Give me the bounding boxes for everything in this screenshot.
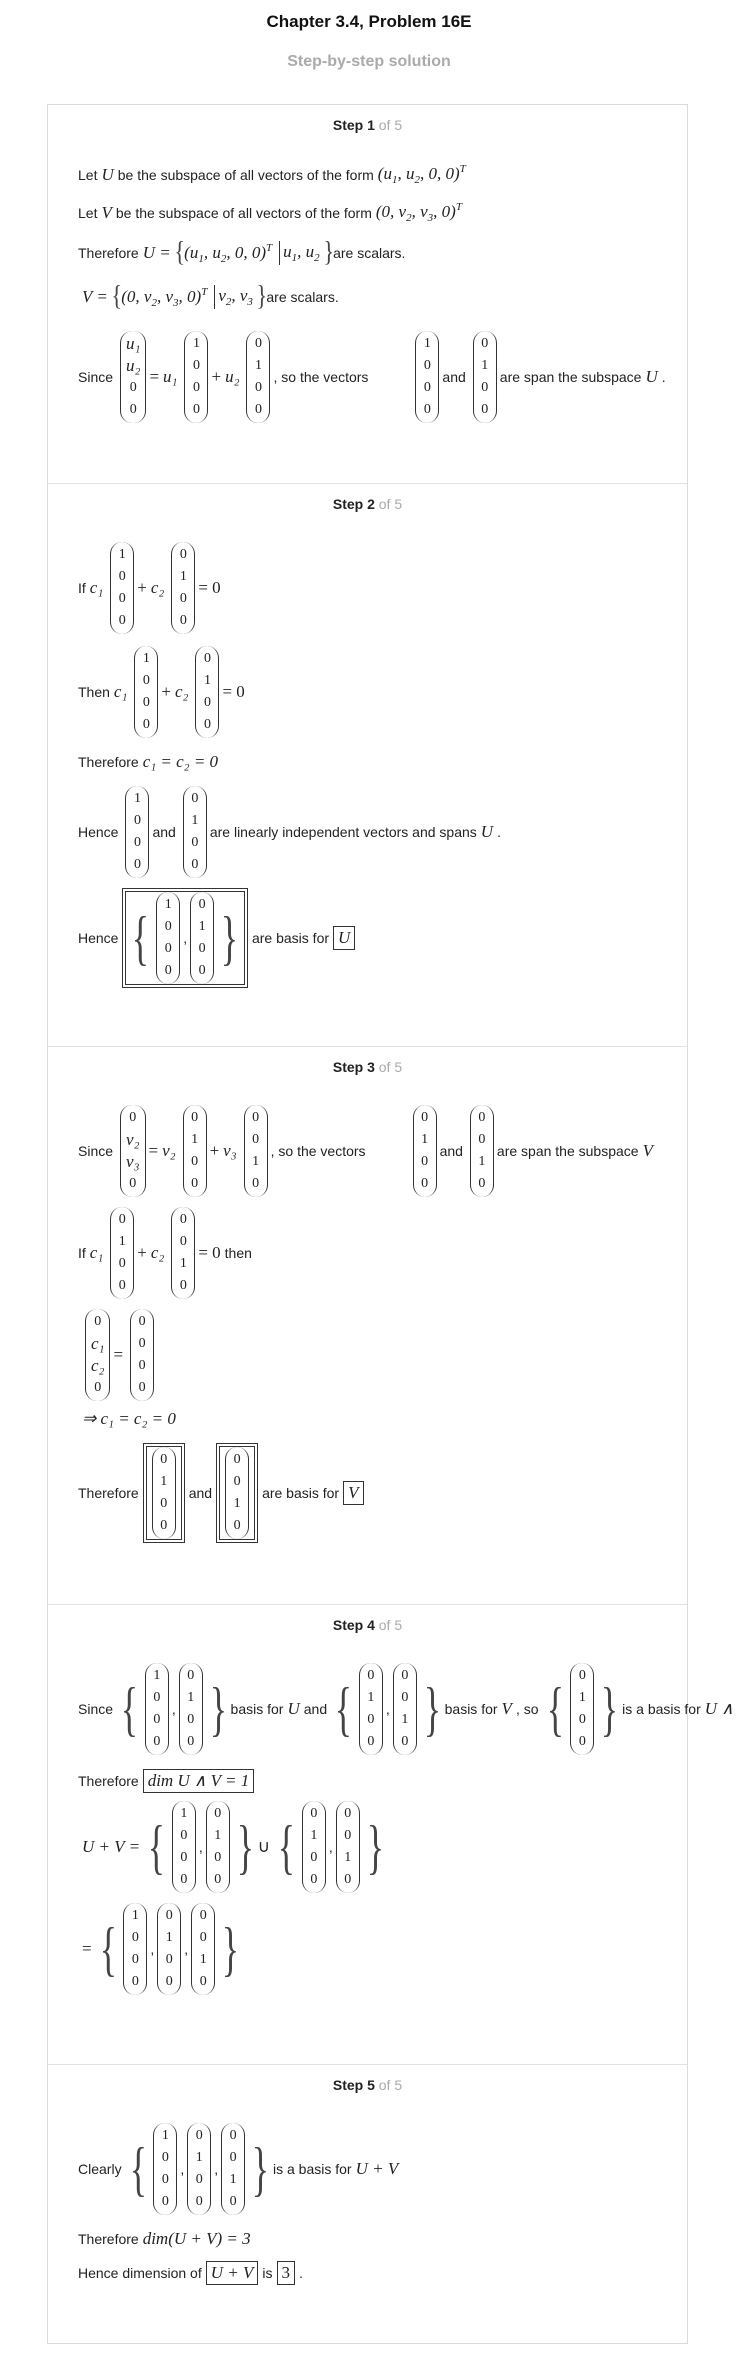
step-1-line-1: Let U be the subspace of all vectors of … xyxy=(78,163,466,186)
page-title: Chapter 3.4, Problem 16E xyxy=(266,12,472,31)
step-1-heading: Step 1 of 5 xyxy=(332,117,403,133)
step-1-line-2: Let V be the subspace of all vectors of … xyxy=(78,201,462,224)
step-2-heading: Step 2 of 5 xyxy=(332,496,403,512)
step-5-line-3: Hence dimension of U + V is 3. xyxy=(78,2261,307,2285)
solution-panel: Step 1 of 5 Let U be the subspace of all… xyxy=(47,104,738,2345)
step-2-line-3: Therefore c₁ = c₂ = 0 xyxy=(78,752,219,771)
step-5-line-2: Therefore dim(U + V) = 3 xyxy=(78,2229,251,2248)
step-5-heading: Step 5 of 5 xyxy=(332,2077,403,2093)
step-1: Step 1 of 5 Let U be the subspace of all… xyxy=(48,105,687,483)
step-4-line-2: Therefore dim U ∧ V = 1 xyxy=(78,1769,258,1793)
page-subtitle: Step-by-step solution xyxy=(287,53,451,70)
step-4-heading: Step 4 of 5 xyxy=(332,1617,403,1633)
step-3-line-4: ⇒ c₁ = c₂ = 0 xyxy=(82,1409,176,1428)
step-3-heading: Step 3 of 5 xyxy=(332,1059,403,1075)
